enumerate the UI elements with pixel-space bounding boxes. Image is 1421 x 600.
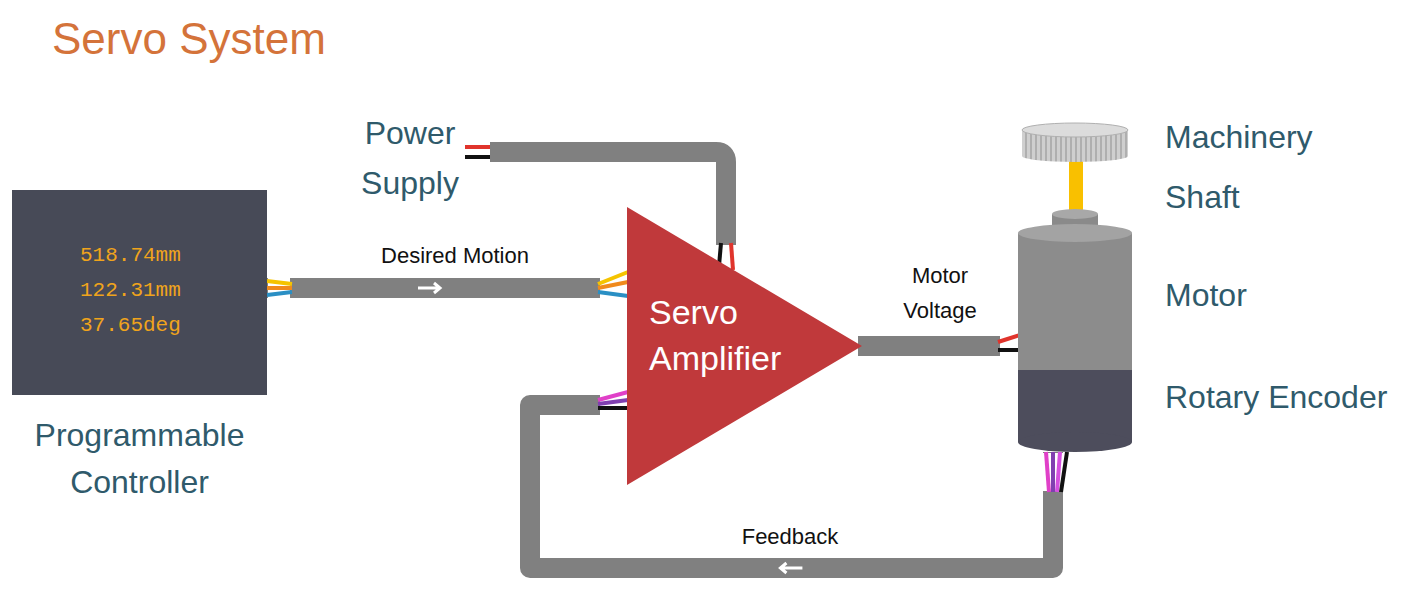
motor-wires bbox=[998, 334, 1020, 359]
direction-arrow bbox=[418, 283, 440, 293]
signal-label: Desired Motion bbox=[360, 243, 550, 269]
cable bbox=[267, 278, 627, 298]
motor-shape bbox=[1018, 225, 1132, 370]
diagram-title: Servo System bbox=[52, 12, 326, 66]
machinery-shaft bbox=[1022, 123, 1128, 236]
display-readout: 518.74mm bbox=[80, 243, 230, 268]
node-label: Rotary Encoder bbox=[1165, 378, 1415, 416]
cable bbox=[858, 336, 1018, 356]
part-label: Machinery bbox=[1165, 118, 1405, 156]
power-supply-label: Power Supply bbox=[330, 108, 490, 208]
direction-arrow bbox=[780, 563, 802, 573]
cable-connector bbox=[858, 346, 1018, 347]
cable bbox=[530, 405, 1053, 568]
part-label: Shaft bbox=[1165, 178, 1405, 216]
cable-connector bbox=[267, 283, 627, 293]
rotary-encoder-shape bbox=[1018, 370, 1132, 452]
display-readout: 37.65deg bbox=[80, 313, 230, 338]
cable-connector bbox=[530, 405, 1053, 573]
node-label: Programmable Controller bbox=[7, 412, 272, 506]
node-label: Servo Amplifier bbox=[649, 289, 834, 381]
signal-wires bbox=[267, 272, 628, 301]
signal-label: Feedback bbox=[720, 524, 860, 550]
signal-label: Motor Voltage bbox=[878, 258, 1002, 328]
motor: Motor bbox=[1018, 225, 1132, 370]
servo-amplifier: Servo Amplifier bbox=[627, 207, 862, 485]
node-label: Motor bbox=[1165, 276, 1365, 314]
controller-display: 518.74mm122.31mm37.65degProgrammable Con… bbox=[12, 190, 267, 395]
rotary-encoder: Rotary Encoder bbox=[1018, 370, 1132, 452]
display-readout: 122.31mm bbox=[80, 278, 230, 303]
